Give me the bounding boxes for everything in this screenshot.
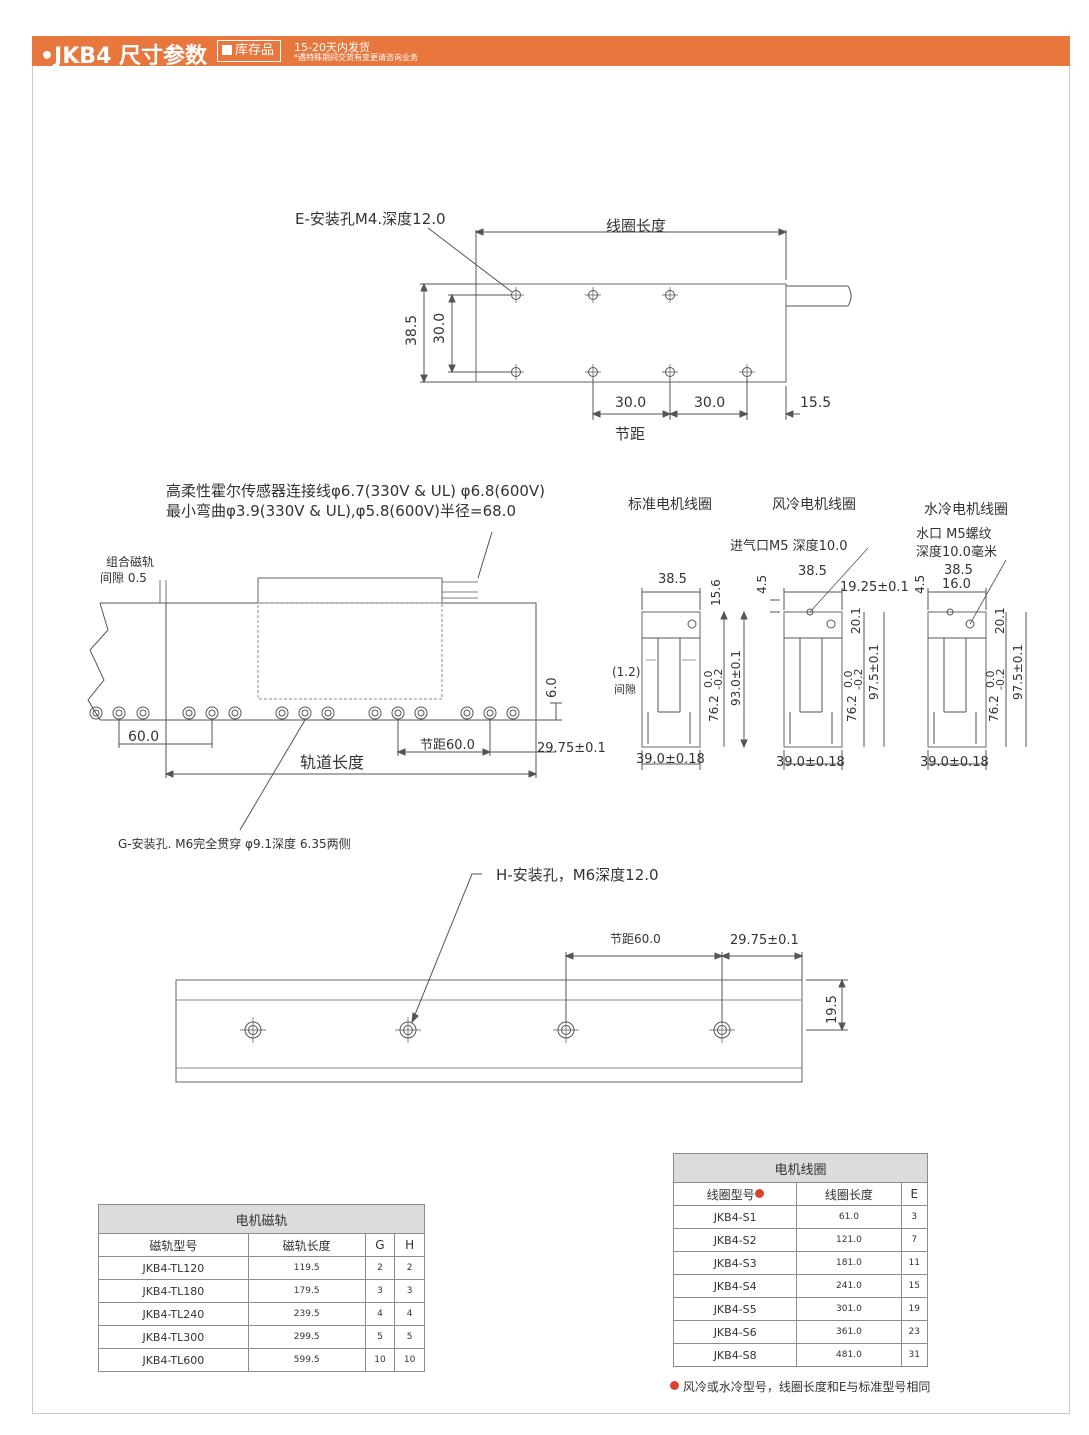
air-w38-5: 38.5 xyxy=(798,564,827,579)
air-title: 风冷电机线圈 xyxy=(772,497,856,513)
col-track-model: 磁轨型号 xyxy=(98,1233,249,1257)
header-banner: •JKB4 尺寸参数 库存品 15-20天内发货 *遇特殊期间交货有变更请咨询业… xyxy=(32,36,1070,69)
track-top-view xyxy=(175,873,848,1083)
std-w38-5: 38.5 xyxy=(658,572,687,587)
ship-note: *遇特殊期间交货有变更请咨询业务 xyxy=(294,53,418,62)
bottom-pitch-60: 节距60.0 xyxy=(610,932,661,946)
dim-60: 60.0 xyxy=(128,729,159,745)
bottom-offset: 29.75±0.1 xyxy=(730,933,799,948)
std-tol2: -0.2 xyxy=(712,669,725,690)
water-tol2: -0.2 xyxy=(994,669,1007,690)
std-gap-word: 间隙 xyxy=(614,682,636,696)
h-hole-label: H-安装孔，M6深度12.0 xyxy=(496,866,659,884)
air-tol2: -0.2 xyxy=(852,669,865,690)
water-h97-5: 97.5±0.1 xyxy=(1011,644,1025,700)
e-hole-label: E-安装孔M4.深度12.0 xyxy=(295,210,446,228)
air-coil-profile xyxy=(770,547,885,770)
mid-pitch-60: 节距60.0 xyxy=(420,738,475,753)
cable-spec-2: 最小弯曲φ3.9(330V & UL),φ5.8(600V)半径=68.0 xyxy=(166,502,516,520)
g-hole-label: G-安装孔. M6完全贯穿 φ9.1深度 6.35两侧 xyxy=(118,836,351,851)
air-inlet-label: 进气口M5 深度10.0 xyxy=(730,538,848,554)
std-h93: 93.0±0.1 xyxy=(729,650,743,706)
end-offset: 15.5 xyxy=(800,395,831,411)
std-tol: 0.0 xyxy=(702,671,715,689)
air-h4-5: 4.5 xyxy=(755,575,769,594)
std-gap: (1.2) xyxy=(612,665,640,679)
pitch-a: 30.0 xyxy=(615,395,646,411)
col-coil-model: 线圈型号 xyxy=(672,1182,798,1206)
water-tol: 0.0 xyxy=(984,671,997,689)
col-e: E xyxy=(900,1182,929,1206)
coil-top-view xyxy=(420,227,852,420)
air-w39: 39.0±0.18 xyxy=(776,755,845,770)
standard-title: 标准电机线圈 xyxy=(628,497,712,513)
track-table-caption: 电机磁轨 xyxy=(98,1204,425,1234)
water-title: 水冷电机线圈 xyxy=(924,502,1008,518)
std-h15-6: 15.6 xyxy=(709,579,723,606)
water-h76-2: 76.2 xyxy=(987,695,1001,722)
page-title: •JKB4 尺寸参数 xyxy=(40,44,208,69)
dim-38-5: 38.5 xyxy=(404,315,420,346)
standard-coil-profile xyxy=(641,588,748,770)
water-coil-profile xyxy=(927,559,1027,770)
pitch-label: 节距 xyxy=(615,425,645,443)
stock-badge: 库存品 xyxy=(217,40,282,62)
water-w39: 39.0±0.18 xyxy=(920,755,989,770)
track-side-view xyxy=(87,531,562,831)
h-mounting-holes xyxy=(240,1017,735,1043)
note-marker-icon xyxy=(670,1381,679,1390)
track-length-label: 轨道长度 xyxy=(300,753,364,772)
water-h4-5: 4.5 xyxy=(913,575,927,594)
water-port-2: 深度10.0毫米 xyxy=(916,544,997,560)
coil-table-caption: 电机线圈 xyxy=(673,1153,928,1183)
coil-length-label: 线圈长度 xyxy=(606,217,666,235)
col-coil-length: 线圈长度 xyxy=(796,1182,902,1206)
mid-offset: 29.75±0.1 xyxy=(537,741,606,756)
coil-mounting-holes xyxy=(508,287,755,380)
pitch-b: 30.0 xyxy=(694,395,725,411)
air-h97-5: 97.5±0.1 xyxy=(867,644,881,700)
height-6: 6.0 xyxy=(545,677,560,698)
coil-note: 风冷或水冷型号，线圈长度和E与标准型号相同 xyxy=(670,1378,930,1395)
col-h: H xyxy=(394,1233,425,1257)
drawing-labels: E-安装孔M4.深度12.0 线圈长度 38.5 30.0 30.0 30.0 … xyxy=(100,210,1025,1024)
water-d20-1: 20.1 xyxy=(993,607,1007,634)
track-holes xyxy=(89,706,520,720)
air-d19-25: 19.25±0.1 xyxy=(840,580,909,595)
gap-label-2: 间隙 0.5 xyxy=(100,571,147,585)
bottom-height: 19.5 xyxy=(825,995,840,1024)
air-tol: 0.0 xyxy=(842,671,855,689)
ship-time: 15-20天内发货 xyxy=(294,41,370,54)
std-h76-2: 76.2 xyxy=(707,695,721,722)
water-port-1: 水口 M5螺纹 xyxy=(916,527,992,542)
dim-30-0: 30.0 xyxy=(432,313,448,344)
air-h76-2: 76.2 xyxy=(845,695,859,722)
cable-spec-1: 高柔性霍尔传感器连接线φ6.7(330V & UL) φ6.8(600V) xyxy=(166,482,545,500)
box-icon xyxy=(222,45,232,55)
gap-label-1: 组合磁轨 xyxy=(106,554,154,569)
col-g: G xyxy=(364,1233,396,1257)
water-d16: 16.0 xyxy=(942,577,971,592)
note-marker-icon xyxy=(754,1188,764,1198)
col-track-length: 磁轨长度 xyxy=(247,1233,366,1257)
water-w38-5: 38.5 xyxy=(944,563,973,578)
std-w39: 39.0±0.18 xyxy=(636,752,705,767)
air-d20-1: 20.1 xyxy=(849,607,863,634)
